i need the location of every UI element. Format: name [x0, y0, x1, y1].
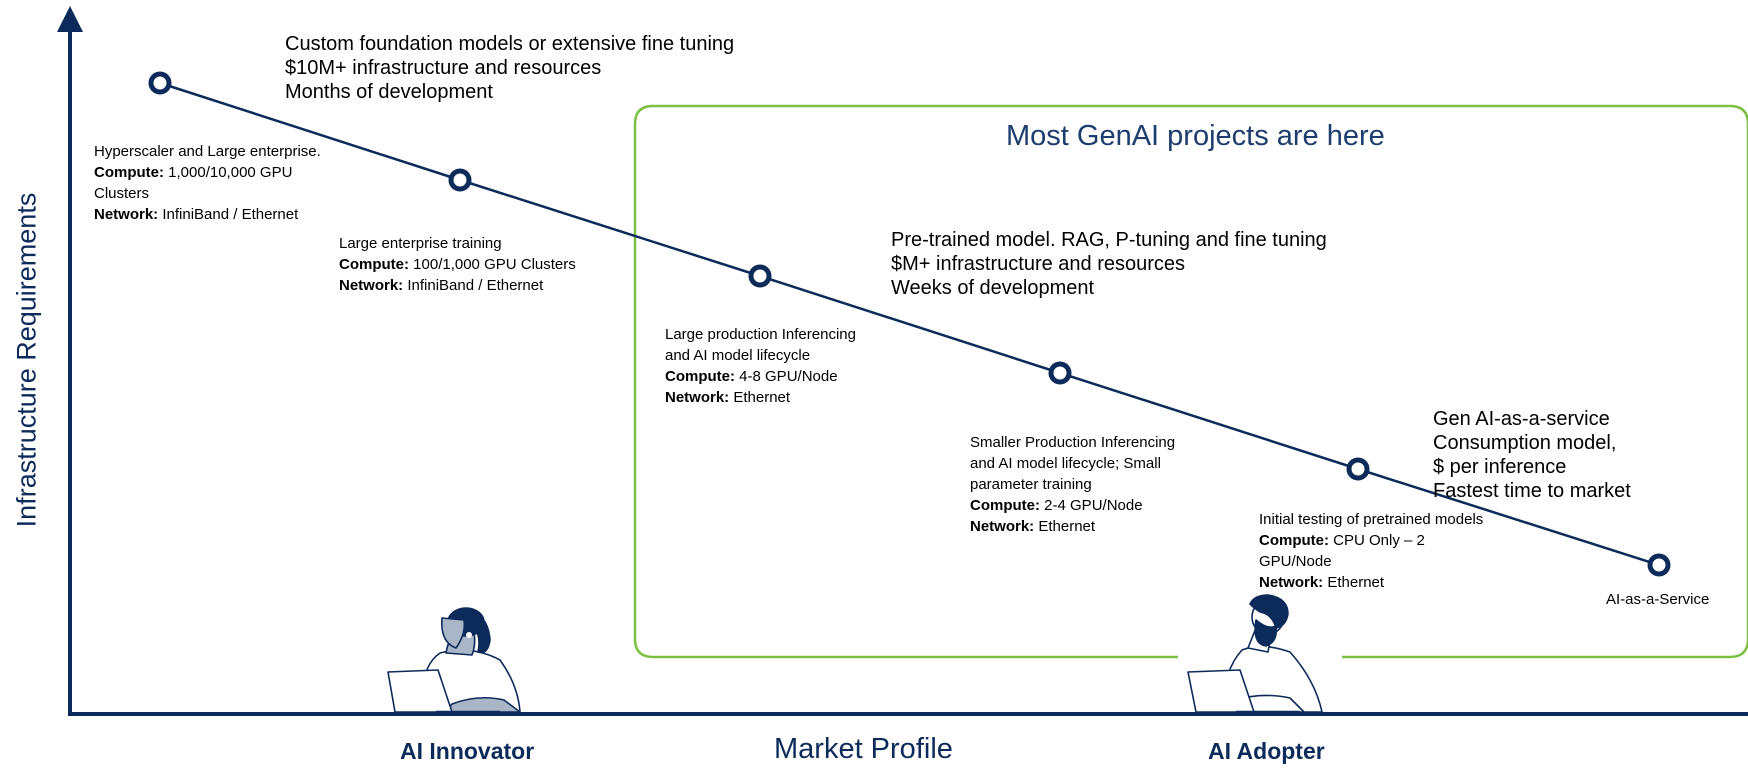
point-label-initial-testing: Initial testing of pretrained models Com…: [1259, 509, 1483, 593]
compute-label: Compute:: [1259, 532, 1329, 549]
callout-line: $ per inference: [1433, 456, 1567, 478]
compute-value: 1,000/10,000 GPU: [168, 164, 293, 181]
compute-label: Compute:: [970, 497, 1040, 514]
y-axis-arrow: [57, 6, 83, 32]
point-intro: Smaller Production Inferencing: [970, 434, 1176, 451]
callout-line: Fastest time to market: [1433, 480, 1631, 502]
network-value: InfiniBand / Ethernet: [407, 277, 544, 294]
callout-line: Months of development: [285, 81, 493, 103]
callout-line: Consumption model,: [1433, 432, 1617, 454]
point-intro: parameter training: [970, 476, 1092, 493]
point-intro: Initial testing of pretrained models: [1259, 511, 1484, 528]
compute-label: Compute:: [665, 368, 735, 385]
network-value: InfiniBand / Ethernet: [162, 206, 299, 223]
trend-line: [159, 81, 1660, 567]
marker-enterprise-training: [448, 168, 472, 192]
network-label: Network:: [339, 277, 404, 294]
network-label: Network:: [970, 518, 1035, 535]
callout-line: $M+ infrastructure and resources: [891, 253, 1186, 275]
ai-innovator-label: AI Innovator: [400, 738, 535, 764]
compute-value: 4-8 GPU/Node: [739, 368, 838, 385]
ai-adopter-illustration: [1187, 594, 1323, 714]
network-label: Network:: [665, 389, 730, 406]
point-label-large-inferencing: Large production Inferencing and AI mode…: [665, 324, 856, 408]
network-value: Ethernet: [1038, 518, 1096, 535]
callout-line: Custom foundation models or extensive fi…: [285, 33, 735, 55]
point-label-hyperscaler: Hyperscaler and Large enterprise. Comput…: [94, 141, 321, 225]
highlight-box-title: Most GenAI projects are here: [1006, 120, 1385, 152]
point-intro: Large enterprise training: [339, 235, 502, 252]
compute-value: CPU Only – 2: [1333, 532, 1425, 549]
point-intro: Large production Inferencing: [665, 326, 856, 343]
x-axis-label: Market Profile: [774, 733, 953, 765]
callout-pretrained: Pre-trained model. RAG, P-tuning and fin…: [891, 228, 1327, 300]
compute-value: 2-4 GPU/Node: [1044, 497, 1143, 514]
callout-line: $10M+ infrastructure and resources: [285, 57, 602, 79]
network-label: Network:: [94, 206, 159, 223]
callout-line: Weeks of development: [891, 277, 1095, 299]
marker-small-inferencing: [1048, 361, 1072, 385]
compute-label: Compute:: [94, 164, 164, 181]
marker-initial-testing: [1346, 457, 1370, 481]
compute-value-cont: Clusters: [94, 185, 150, 202]
ai-adopter-label: AI Adopter: [1208, 738, 1325, 764]
callout-custom-models: Custom foundation models or extensive fi…: [285, 32, 734, 104]
compute-label: Compute:: [339, 256, 409, 273]
compute-value-cont: GPU/Node: [1259, 553, 1332, 570]
ai-innovator-illustration: [387, 607, 521, 714]
point-intro: and AI model lifecycle; Small: [970, 455, 1161, 472]
network-label: Network:: [1259, 574, 1324, 591]
network-value: Ethernet: [1327, 574, 1385, 591]
marker-ai-as-a-service: [1647, 553, 1671, 577]
marker-large-inferencing: [748, 264, 772, 288]
point-intro: Hyperscaler and Large enterprise.: [94, 143, 321, 160]
highlight-box-border: [633, 104, 1748, 659]
point-label-enterprise-training: Large enterprise training Compute: 100/1…: [339, 233, 576, 296]
point-label-ai-as-a-service: AI-as-a-Service: [1606, 589, 1709, 610]
callout-line: Gen AI-as-a-service: [1433, 408, 1610, 430]
point-label-small-inferencing: Smaller Production Inferencing and AI mo…: [970, 432, 1175, 537]
callout-ai-as-a-service: Gen AI-as-a-service Consumption model, $…: [1433, 407, 1631, 503]
callout-line: Pre-trained model. RAG, P-tuning and fin…: [891, 229, 1327, 251]
point-intro: AI-as-a-Service: [1606, 591, 1710, 608]
network-value: Ethernet: [733, 389, 791, 406]
compute-value: 100/1,000 GPU Clusters: [413, 256, 576, 273]
point-intro: and AI model lifecycle: [665, 347, 811, 364]
marker-hyperscaler: [148, 71, 172, 95]
y-axis-label: Infrastructure Requirements: [11, 192, 42, 528]
